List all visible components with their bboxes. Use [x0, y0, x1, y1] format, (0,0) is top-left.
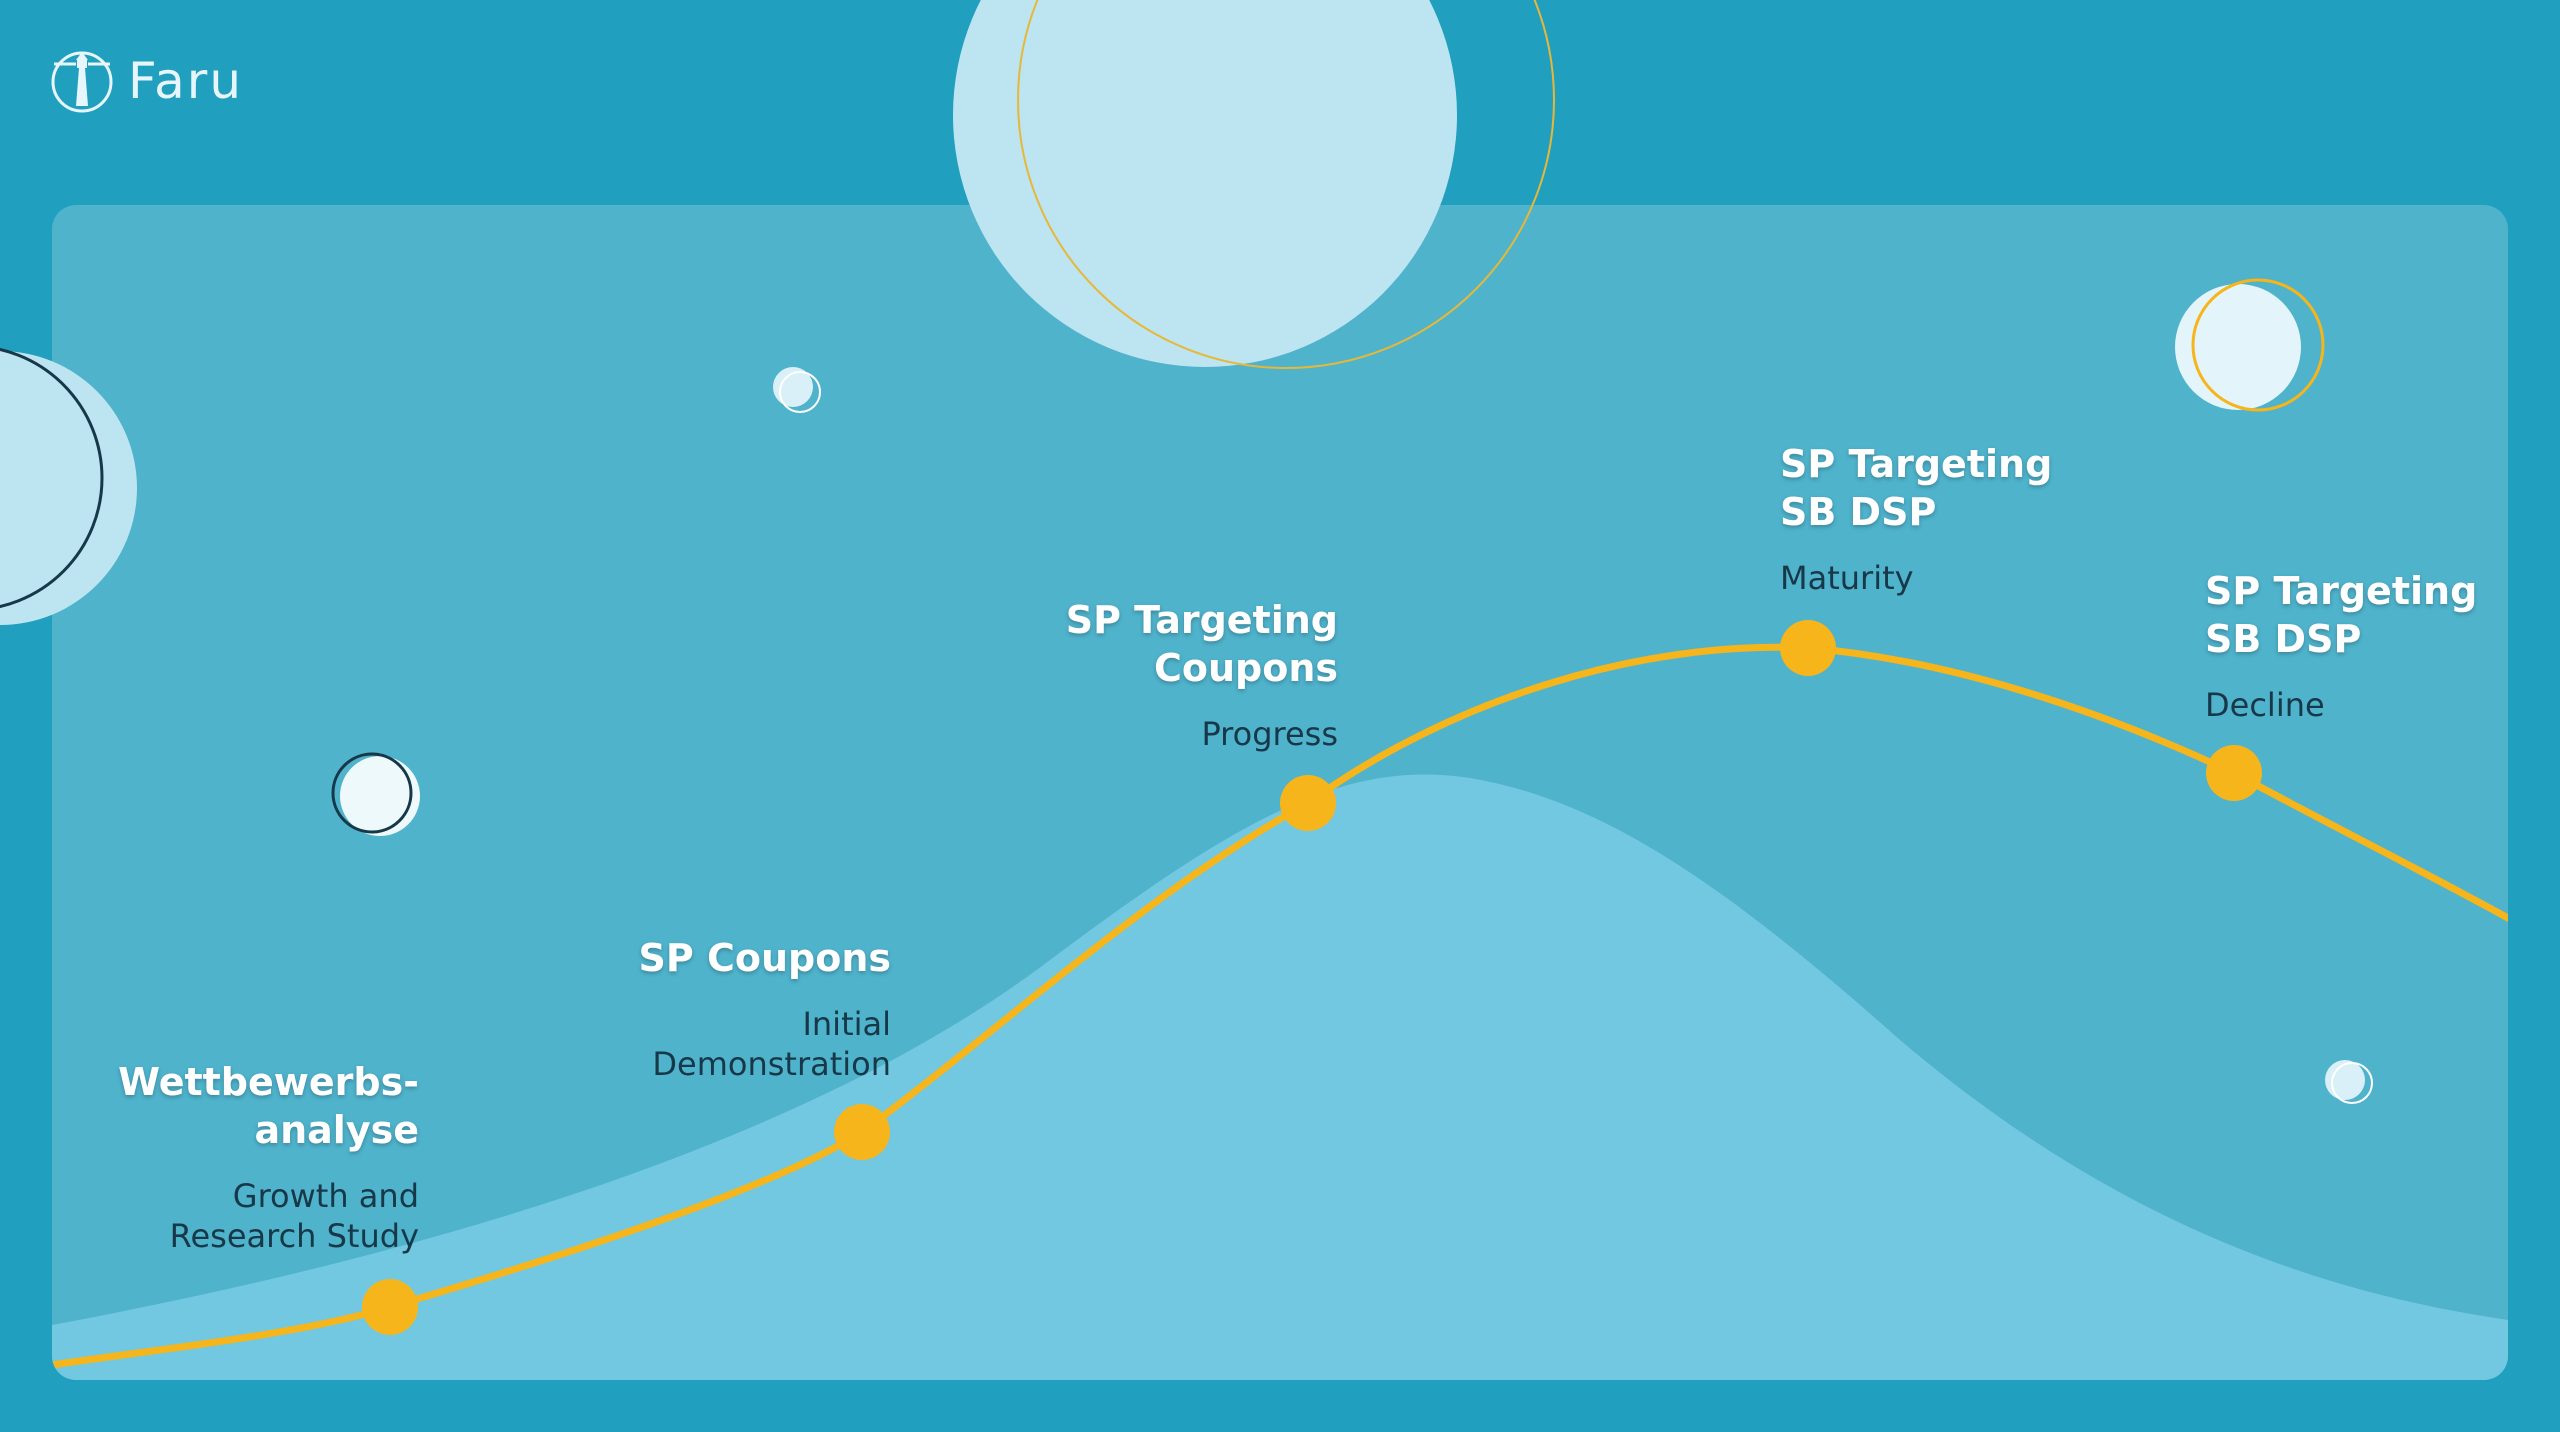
milestone-point-1: [362, 1279, 418, 1335]
stage-2-title: SP Coupons: [638, 936, 891, 980]
milestone-point-2: [834, 1104, 890, 1160]
milestone-point-3: [1280, 775, 1336, 831]
decor-bubble-2-ring: [331, 752, 413, 834]
stage-5-subtitle: Decline: [2205, 686, 2325, 724]
milestone-point-4: [1780, 620, 1836, 676]
decor-circle-left: [0, 351, 137, 625]
stage-2-subtitle: Initial Demonstration: [652, 1005, 891, 1083]
decor-circle-top: [953, 0, 1457, 367]
brand-logo: Faru: [50, 48, 243, 114]
milestone-point-5: [2206, 745, 2262, 801]
stage-1-title: Wettbewerbs- analyse: [118, 1060, 419, 1152]
stage-4-title: SP Targeting SB DSP: [1780, 442, 2053, 534]
stage-1-subtitle: Growth and Research Study: [169, 1177, 419, 1255]
decor-bubble-1-ring: [779, 371, 821, 413]
stage-label-5: SP Targeting SB DSP Decline: [2205, 567, 2477, 725]
brand-name: Faru: [128, 52, 244, 110]
stage-label-3: SP Targeting Coupons Progress: [1066, 596, 1338, 754]
decor-ring-top: [1017, 0, 1555, 369]
decor-bubble-1: [773, 367, 813, 407]
bell-curve-area: [52, 774, 2508, 1380]
decor-bubble-3-ring: [2331, 1062, 2373, 1104]
stage-5-title: SP Targeting SB DSP: [2205, 569, 2478, 661]
stage-label-1: Wettbewerbs- analyse Growth and Research…: [118, 1058, 419, 1256]
decor-ring-left: [0, 347, 104, 609]
decor-bubble-2: [340, 756, 420, 836]
decor-circle-topright: [2175, 284, 2301, 410]
decor-bubble-3: [2325, 1060, 2365, 1100]
stage-3-title: SP Targeting Coupons: [1065, 598, 1338, 690]
stage-4-subtitle: Maturity: [1780, 559, 1914, 597]
stage-label-4: SP Targeting SB DSP Maturity: [1780, 440, 2052, 598]
stage-label-2: SP Coupons Initial Demonstration: [639, 934, 891, 1084]
stage-3-subtitle: Progress: [1201, 715, 1338, 753]
lighthouse-icon: [51, 51, 113, 113]
decor-ring-topright: [2191, 278, 2325, 412]
